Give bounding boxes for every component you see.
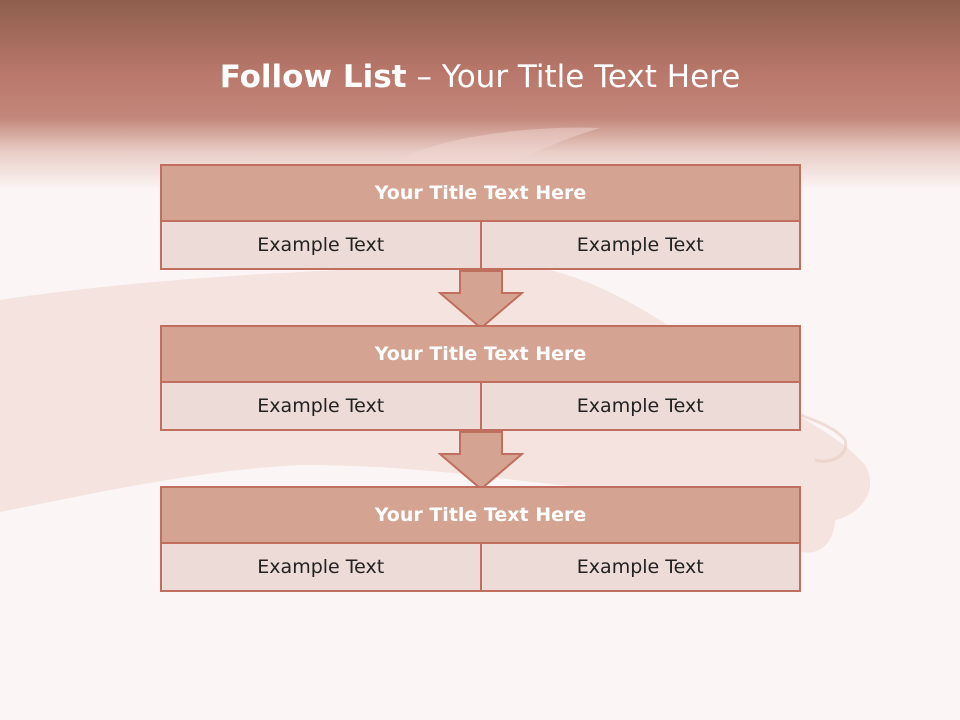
step-2-left-text: Example Text: [257, 395, 385, 417]
step-block-3: Your Title Text Here Example Text Exampl…: [160, 486, 801, 592]
step-1-left-text: Example Text: [257, 234, 385, 256]
down-arrow-icon: [438, 431, 524, 491]
step-block-1: Your Title Text Here Example Text Exampl…: [160, 164, 801, 270]
step-3-left-text: Example Text: [257, 556, 385, 578]
step-1-title: Your Title Text Here: [162, 166, 799, 222]
step-3-title: Your Title Text Here: [162, 488, 799, 544]
down-arrow-icon: [438, 270, 524, 330]
slide-title-bold: Follow List: [219, 59, 407, 95]
slide-title: Follow List– Your Title Text Here: [0, 52, 960, 102]
step-3-row: Example Text Example Text: [162, 544, 799, 590]
step-3-right-text: Example Text: [479, 544, 800, 590]
step-1-right-text: Example Text: [479, 222, 800, 268]
step-2-title: Your Title Text Here: [162, 327, 799, 383]
step-2-row: Example Text Example Text: [162, 383, 799, 429]
step-1-row: Example Text Example Text: [162, 222, 799, 268]
step-block-2: Your Title Text Here Example Text Exampl…: [160, 325, 801, 431]
slide-title-rest: – Your Title Text Here: [416, 59, 741, 95]
step-2-right-text: Example Text: [479, 383, 800, 429]
